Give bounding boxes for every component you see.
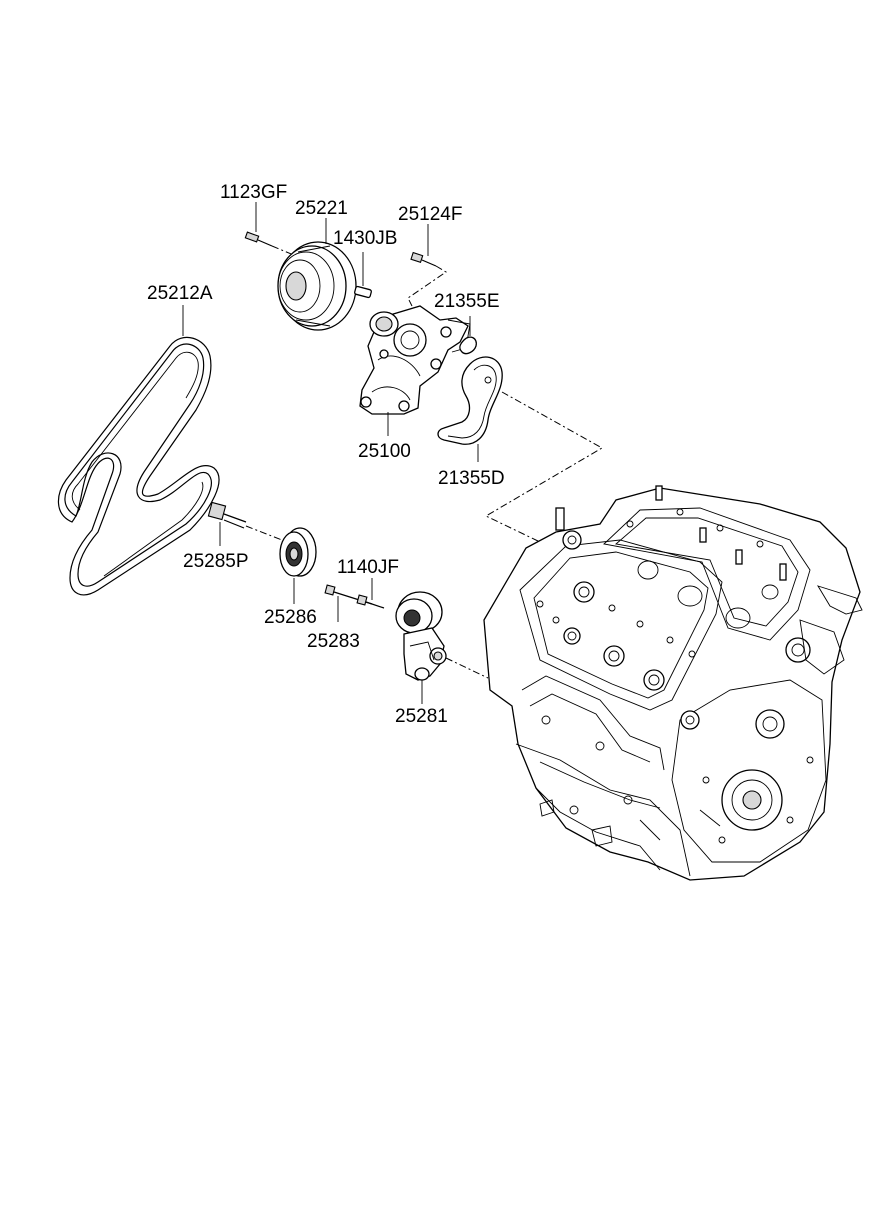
gasket-21355d [437,356,503,462]
bolt-25124f [407,224,447,307]
drive-belt [57,336,220,596]
label-25283: 25283 [307,631,360,652]
assembly-line-pump [484,391,604,543]
label-25124f: 25124F [398,204,463,225]
o-ring-21355e [459,316,477,355]
label-25221: 25221 [295,198,348,219]
water-pump [359,305,471,436]
label-25281: 25281 [395,706,448,727]
label-1123gf: 1123GF [220,182,288,203]
belt-tensioner [395,591,489,704]
label-25285p: 25285P [183,551,249,572]
label-21355d: 21355D [438,468,505,489]
label-25212a: 25212A [147,283,213,304]
label-1430jb: 1430JB [333,228,398,249]
water-pump-pulley [277,218,357,331]
bolt-1123gf [244,202,297,257]
bolt-25285p [207,501,283,546]
idler-pulley [279,527,317,604]
label-1140jf: 1140JF [337,557,399,578]
engine-assembly [483,485,863,881]
dowel-pin-1430jb [354,252,372,299]
label-25100: 25100 [358,441,411,462]
label-21355e: 21355E [434,291,500,312]
bolt-1140jf [356,578,385,609]
label-25286: 25286 [264,607,317,628]
